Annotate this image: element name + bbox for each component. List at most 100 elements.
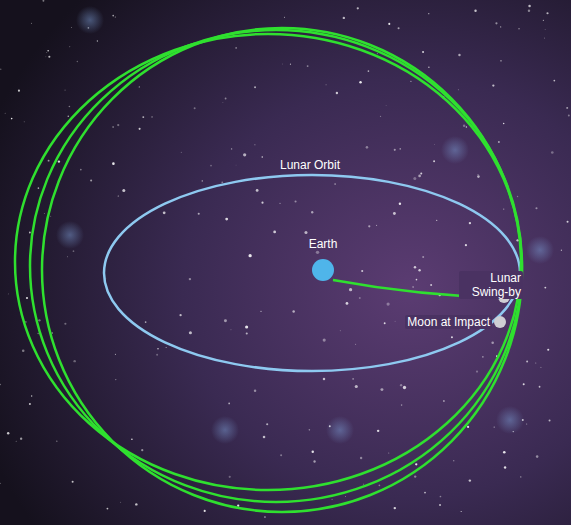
star [69, 106, 71, 108]
lunar-orbit [104, 175, 520, 371]
star [194, 107, 196, 109]
star [115, 354, 116, 355]
star [68, 116, 69, 117]
star [430, 284, 432, 286]
star [526, 423, 527, 424]
star [413, 177, 416, 180]
star [477, 175, 480, 178]
star-glow [496, 406, 524, 434]
star [281, 63, 283, 65]
star [73, 250, 75, 252]
star-glow [211, 416, 239, 444]
star [115, 379, 116, 380]
loop [42, 28, 522, 512]
star [151, 116, 152, 117]
star [325, 84, 326, 85]
star [179, 314, 181, 316]
star [58, 160, 60, 162]
star [355, 385, 358, 388]
star [97, 40, 98, 41]
star [323, 378, 326, 381]
star [226, 218, 228, 220]
star [360, 457, 362, 459]
star [422, 51, 424, 53]
star [261, 156, 262, 157]
star [139, 128, 141, 130]
star [433, 160, 435, 162]
star [418, 269, 420, 271]
star [29, 403, 31, 405]
loop [15, 34, 521, 490]
star [451, 336, 453, 338]
star [363, 483, 365, 485]
star [0, 483, 1, 484]
star [26, 297, 28, 299]
star [549, 420, 551, 422]
star [523, 383, 525, 385]
star [292, 310, 294, 312]
star [72, 481, 74, 483]
star [439, 504, 441, 506]
star [345, 496, 346, 497]
star [135, 503, 137, 505]
star [359, 81, 361, 83]
star [377, 53, 378, 54]
star [386, 302, 389, 305]
star [546, 12, 548, 14]
star [4, 112, 6, 114]
star [436, 220, 437, 221]
star [366, 146, 369, 149]
star [331, 499, 332, 500]
star [500, 60, 501, 61]
star-glow [76, 6, 104, 34]
star [141, 449, 143, 451]
star [503, 123, 504, 124]
star [256, 189, 259, 192]
star [424, 492, 426, 494]
star [394, 149, 396, 151]
star [24, 121, 25, 122]
star [422, 256, 424, 258]
star [266, 423, 268, 425]
star [16, 441, 17, 442]
star [80, 169, 82, 171]
star [122, 189, 125, 192]
star [279, 203, 280, 204]
moon-label: Moon at Impact [405, 315, 492, 329]
star [535, 207, 537, 209]
star [453, 460, 455, 462]
star [156, 354, 158, 356]
star [416, 279, 418, 281]
star [393, 212, 396, 215]
star [311, 211, 313, 213]
star [31, 395, 32, 396]
star [225, 98, 227, 100]
star [235, 47, 236, 48]
star [64, 89, 65, 90]
star [221, 181, 223, 183]
star [398, 27, 400, 29]
star [77, 61, 79, 63]
star [166, 347, 167, 348]
star [477, 174, 478, 175]
star [45, 56, 47, 58]
star [368, 70, 370, 72]
star [567, 221, 569, 223]
star [428, 67, 429, 68]
star [18, 90, 20, 92]
star [112, 126, 114, 128]
star [467, 426, 469, 428]
star [117, 124, 119, 126]
star [355, 343, 357, 345]
star [202, 180, 203, 181]
star [38, 187, 40, 189]
star [544, 287, 546, 289]
star [248, 254, 251, 257]
star [394, 320, 396, 322]
star [361, 270, 363, 272]
star [47, 50, 49, 52]
star [198, 213, 200, 215]
star [139, 86, 140, 87]
